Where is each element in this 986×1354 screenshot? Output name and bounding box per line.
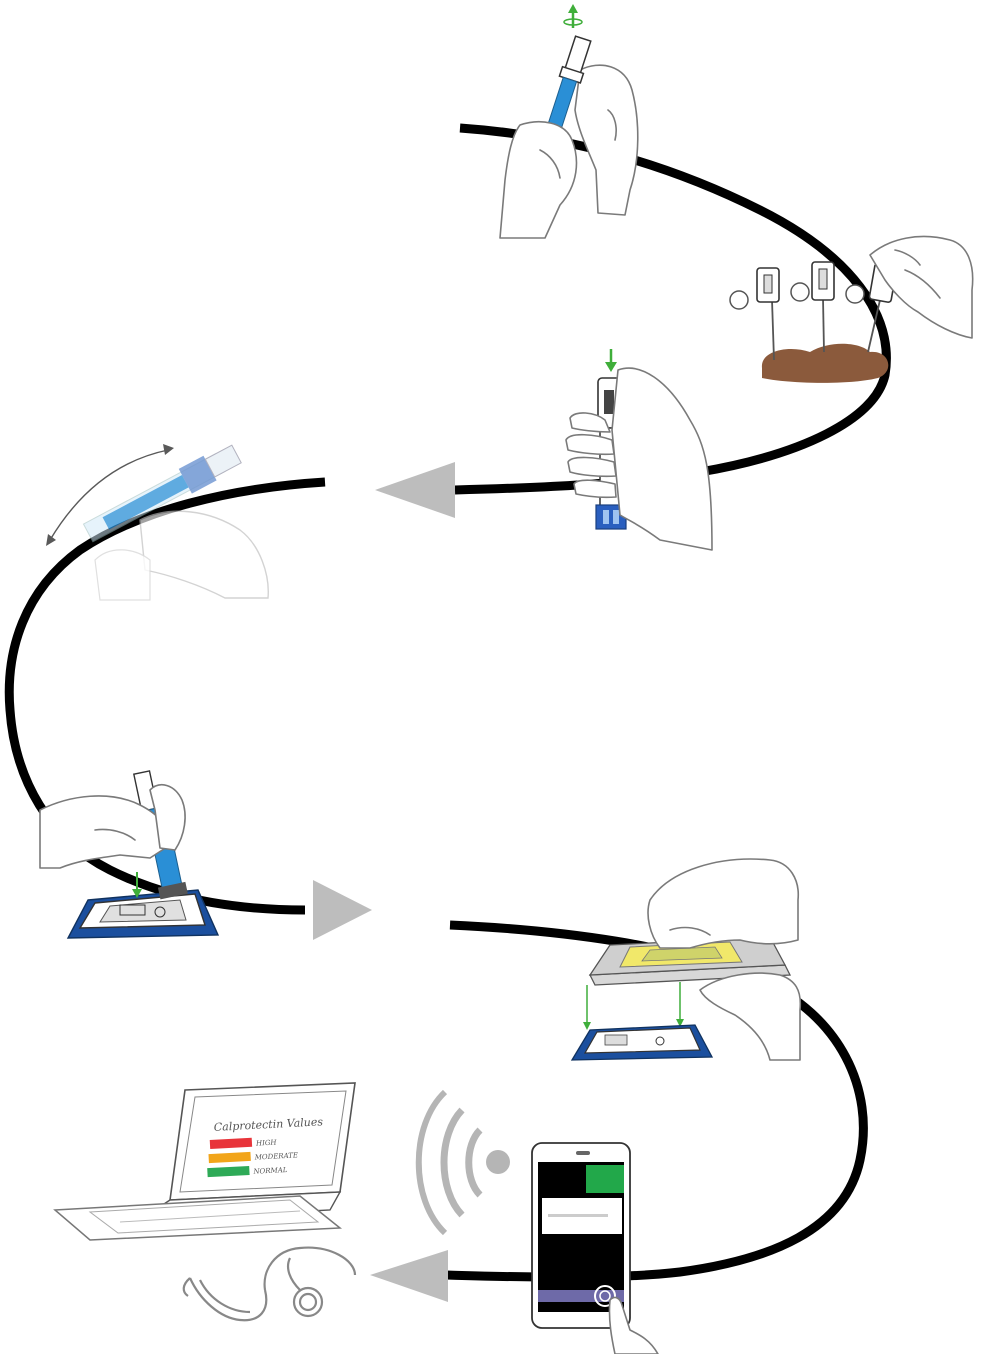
shake-icon (46, 444, 269, 601)
laptop-legend: HIGH MODERATE NORMAL (207, 1137, 299, 1178)
test-cartridge-icon (39, 770, 220, 939)
laptop-icon: Calprotectin Values HIGH MODERATE NORMAL (53, 1082, 356, 1241)
wireless-signal-icon (415, 1089, 510, 1236)
legend-label-moderate: MODERATE (254, 1151, 299, 1161)
arrow-right-middle (313, 880, 372, 940)
legend-swatch-moderate (208, 1151, 251, 1164)
arrow-left-top (375, 462, 455, 518)
extraction-device-icon (565, 349, 713, 551)
phone-action-bar (538, 1290, 624, 1302)
syringe-icon (499, 4, 639, 239)
legend-label-high: HIGH (255, 1138, 278, 1147)
stethoscope-icon (182, 1246, 357, 1322)
phone-header (586, 1165, 624, 1193)
legend-swatch-normal (207, 1165, 250, 1178)
reader-icon (570, 858, 802, 1061)
laptop-heading: Calprotectin Values (213, 1115, 323, 1134)
legend-label-normal: NORMAL (252, 1166, 288, 1176)
arrow-left-bottom (370, 1250, 448, 1302)
smartphone-icon (531, 1142, 659, 1354)
process-path (4, 123, 891, 1282)
flow-arrows (313, 462, 455, 1302)
legend-swatch-high (209, 1137, 253, 1149)
sample-probe-icon (729, 235, 974, 383)
